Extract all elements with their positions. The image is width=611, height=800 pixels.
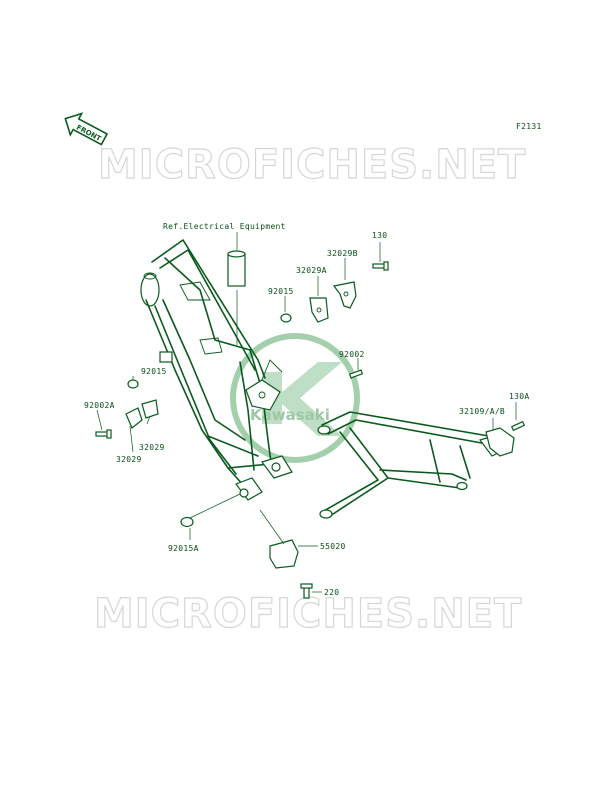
label-32109: 32109/A/B	[459, 407, 505, 416]
label-220: 220	[324, 588, 339, 597]
label-130: 130	[372, 231, 387, 240]
label-92002: 92002	[339, 350, 365, 359]
nut-92015-top-part	[280, 313, 292, 323]
label-92002a: 92002A	[84, 401, 115, 410]
mount-55020-part	[269, 539, 299, 569]
label-130a: 130A	[509, 392, 529, 401]
bracket-32109-part	[485, 427, 515, 457]
nut-92015a-part	[180, 516, 194, 528]
label-55020: 55020	[320, 542, 346, 551]
plate-32029-left-part	[125, 407, 143, 429]
bolt-130-part	[372, 261, 389, 271]
bolt-92002a-part	[95, 429, 112, 439]
label-32029-left: 32029	[116, 455, 142, 464]
bolt-220-part	[300, 583, 313, 599]
plate-32029-right-part	[141, 399, 159, 419]
watermark-top: MICROFICHES.NET	[98, 142, 526, 188]
label-32029a: 32029A	[296, 266, 327, 275]
label-ref-electrical: Ref.Electrical Equipment	[163, 222, 286, 231]
bracket-32029a-part	[309, 297, 329, 323]
bolt-130a-part	[510, 420, 526, 432]
electrical-pipe-part	[227, 250, 246, 287]
label-92015a: 92015A	[168, 544, 199, 553]
bracket-32029b-part	[332, 281, 357, 309]
label-32029-right: 32029	[139, 443, 165, 452]
leader-lines	[96, 232, 517, 593]
label-92015-left: 92015	[141, 367, 167, 376]
watermark-bottom: MICROFICHES.NET	[94, 591, 522, 637]
main-frame	[140, 239, 293, 501]
label-32029b: 32029B	[327, 249, 358, 258]
label-92015-top: 92015	[268, 287, 294, 296]
bolt-92002-part	[348, 369, 364, 379]
diagram-code: F2131	[516, 122, 542, 131]
nut-92015-left-part	[127, 379, 139, 389]
